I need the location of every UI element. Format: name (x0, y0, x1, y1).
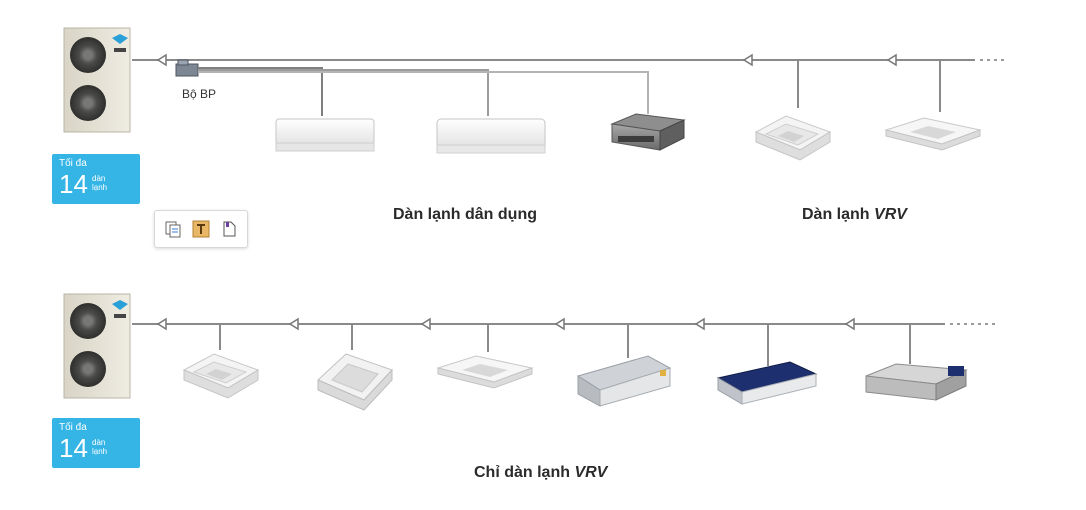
ducted-unit (610, 113, 686, 151)
badge-number: 14 (59, 169, 88, 199)
text-icon[interactable] (191, 219, 211, 239)
caption-bottom-prefix: Chỉ dàn lạnh (474, 464, 570, 481)
bp-unit (175, 63, 199, 77)
arrow-markers-bottom (156, 317, 855, 331)
wall-split-unit (436, 118, 546, 154)
branch-pipes-bottom (219, 324, 911, 366)
branch-pipe (198, 67, 323, 116)
ceiling-suspended-unit (576, 355, 672, 407)
badge-top-text: Tối đa (59, 422, 87, 433)
badge-top-text: Tối đa (59, 158, 87, 169)
badge-unit-line2: lạnh (92, 447, 108, 456)
outdoor-unit-bottom (63, 293, 131, 399)
badge-number: 14 (59, 433, 88, 463)
cassette-unit (183, 353, 259, 399)
badge-unit: dàn lạnh (92, 174, 132, 192)
caption-vrv-suffix: VRV (874, 206, 907, 223)
caption-vrv-prefix: Dàn lạnh (802, 206, 870, 223)
caption-vrv-bottom: Chỉ dàn lạnh VRV (474, 464, 607, 482)
square-cassette-unit (317, 353, 393, 411)
ceiling-cassette-unit (885, 117, 981, 151)
caption-vrv-top: Dàn lạnh VRV (802, 206, 907, 224)
badge-unit-line1: dàn (92, 174, 106, 183)
cassette-unit (755, 115, 831, 161)
badge-unit: dàn lạnh (92, 438, 132, 456)
max-units-badge-top: Tối đa 14 dàn lạnh (52, 154, 140, 204)
branch-pipe (198, 71, 649, 114)
wall-split-unit (275, 118, 375, 152)
badge-unit-line1: dàn (92, 438, 106, 447)
ceiling-suspended-unit-blue (716, 361, 818, 405)
ducted-unit (865, 363, 968, 401)
arrow-marker (886, 53, 897, 67)
max-units-badge-bottom: Tối đa 14 dàn lạnh (52, 418, 140, 468)
ceiling-cassette-unit (437, 355, 533, 389)
branch-pipe (198, 69, 489, 116)
page-icon[interactable] (219, 219, 239, 239)
caption-bottom-suffix: VRV (574, 464, 608, 481)
caption-residential: Dàn lạnh dân dụng (393, 206, 537, 223)
bp-label: Bộ BP (182, 87, 217, 101)
arrow-marker (156, 53, 167, 67)
copy-icon[interactable] (163, 219, 183, 239)
badge-unit-line2: lạnh (92, 183, 108, 192)
outdoor-unit-top (63, 27, 131, 133)
floating-toolbar (154, 210, 248, 248)
arrow-marker (742, 53, 753, 67)
